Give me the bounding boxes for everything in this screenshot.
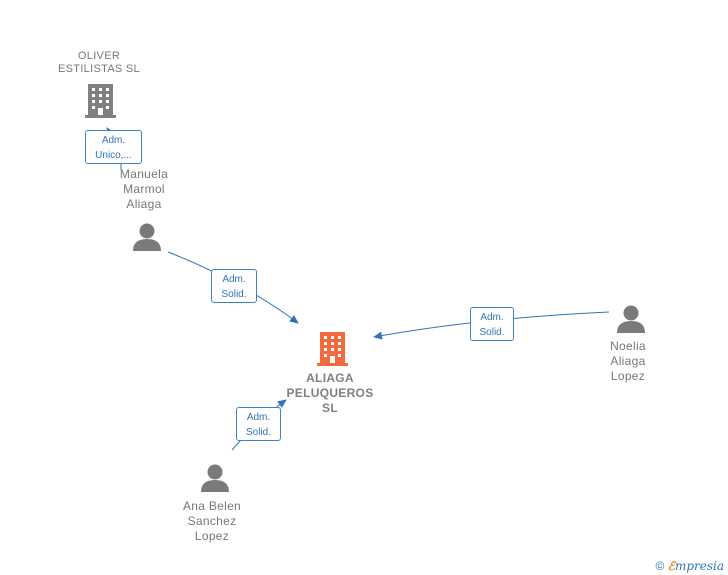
person-icon-ana[interactable] xyxy=(201,464,229,493)
edge-label-manuela-aliaga: Adm. Solid. xyxy=(211,269,257,303)
building-icon-main[interactable] xyxy=(317,332,348,366)
node-label-oliver[interactable]: OLIVER ESTILISTAS SL xyxy=(58,50,140,75)
node-label-noelia[interactable]: Noelia Aliaga Lopez xyxy=(610,339,646,383)
building-icon[interactable] xyxy=(85,84,116,118)
person-icon-noelia[interactable] xyxy=(617,305,645,334)
brand-logo: ℰmpresia xyxy=(667,559,724,573)
node-label-aliaga-peluqueros[interactable]: ALIAGA PELUQUEROS SL xyxy=(286,371,374,415)
node-label-ana[interactable]: Ana Belen Sanchez Lopez xyxy=(182,499,242,543)
copyright-symbol: © xyxy=(655,559,665,573)
edge-label-manuela-oliver: Adm. Unico,... xyxy=(85,130,142,164)
edge-label-noelia-aliaga: Adm. Solid. xyxy=(470,307,514,341)
edge-label-ana-aliaga: Adm. Solid. xyxy=(236,407,281,441)
person-icon-manuela[interactable] xyxy=(133,223,161,252)
footer-brand[interactable]: © ℰmpresia xyxy=(655,559,724,573)
node-label-manuela[interactable]: Manuela Marmol Aliaga xyxy=(119,167,169,211)
